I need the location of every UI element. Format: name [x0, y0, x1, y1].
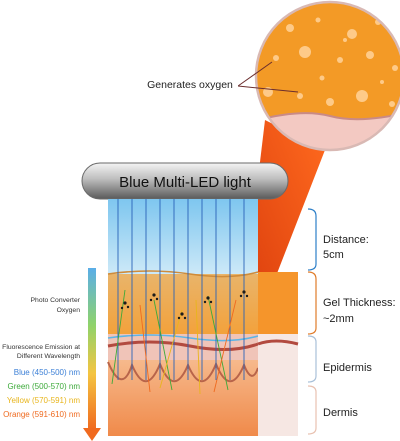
callout-line: [237, 61, 273, 87]
gel-thickness-label: Gel Thickness:: [323, 297, 396, 309]
distance-value: 5cm: [323, 249, 344, 261]
measurement-brackets: [307, 208, 317, 435]
oxygen-bubbles: [263, 17, 398, 121]
dermis-layer: [108, 360, 258, 436]
dermis-label: Dermis: [323, 407, 358, 419]
gel-layer: [108, 274, 258, 336]
light-rays: [111, 199, 245, 395]
distance-label: Distance:: [323, 234, 369, 246]
wavelength-blue: Blue (450-500) nm: [14, 368, 81, 377]
distance-bracket: [307, 208, 317, 271]
photo-converter-label: Photo Converter: [31, 297, 81, 304]
wavelength-label: Different Wavelength: [17, 353, 80, 360]
wavelength-yellow: Yellow (570-591) nm: [7, 396, 80, 405]
lamp-label: Blue Multi-LED light: [119, 174, 252, 191]
callout-label: Generates oxygen: [147, 79, 233, 91]
epidermis-bracket: [307, 335, 317, 383]
dermis-bracket: [307, 385, 317, 435]
epidermis-label: Epidermis: [323, 362, 372, 374]
photo-converters: [120, 290, 249, 320]
gel-bracket: [307, 271, 317, 335]
wavelength-orange: Orange (591-610) nm: [3, 410, 80, 419]
led-light-column: [108, 199, 258, 285]
oxygen-label: Oxygen: [57, 307, 81, 314]
gel-thickness-value: ~2mm: [323, 313, 354, 325]
wavelength-arrow: [88, 268, 96, 430]
wavelength-arrowhead: [83, 428, 101, 441]
magnified-view: [256, 2, 400, 150]
skin-layer-magnified: [256, 112, 400, 150]
callout-box: [142, 74, 238, 94]
fluorescence-label: Fluorescence Emission at: [2, 344, 80, 351]
wavelength-green: Green (500-570) nm: [8, 382, 81, 391]
